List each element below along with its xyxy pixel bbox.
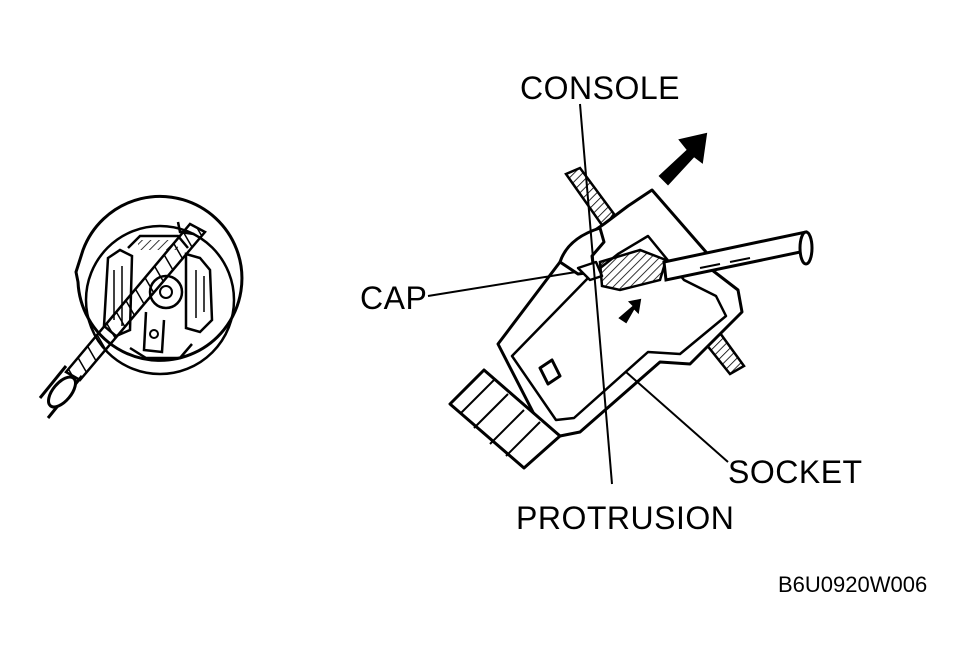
figure-code: B6U0920W006 (778, 572, 928, 597)
leader-lines (427, 103, 729, 485)
screwdriver (598, 230, 814, 292)
left-wire (38, 222, 207, 419)
protrusion-label: PROTRUSION (516, 500, 735, 536)
socket-body (448, 188, 744, 470)
console-label: CONSOLE (520, 70, 680, 106)
pry-direction-arrow (618, 298, 642, 324)
cap-label: CAP (360, 280, 428, 316)
socket-label: SOCKET (728, 454, 863, 490)
pull-direction-arrow (658, 132, 708, 186)
